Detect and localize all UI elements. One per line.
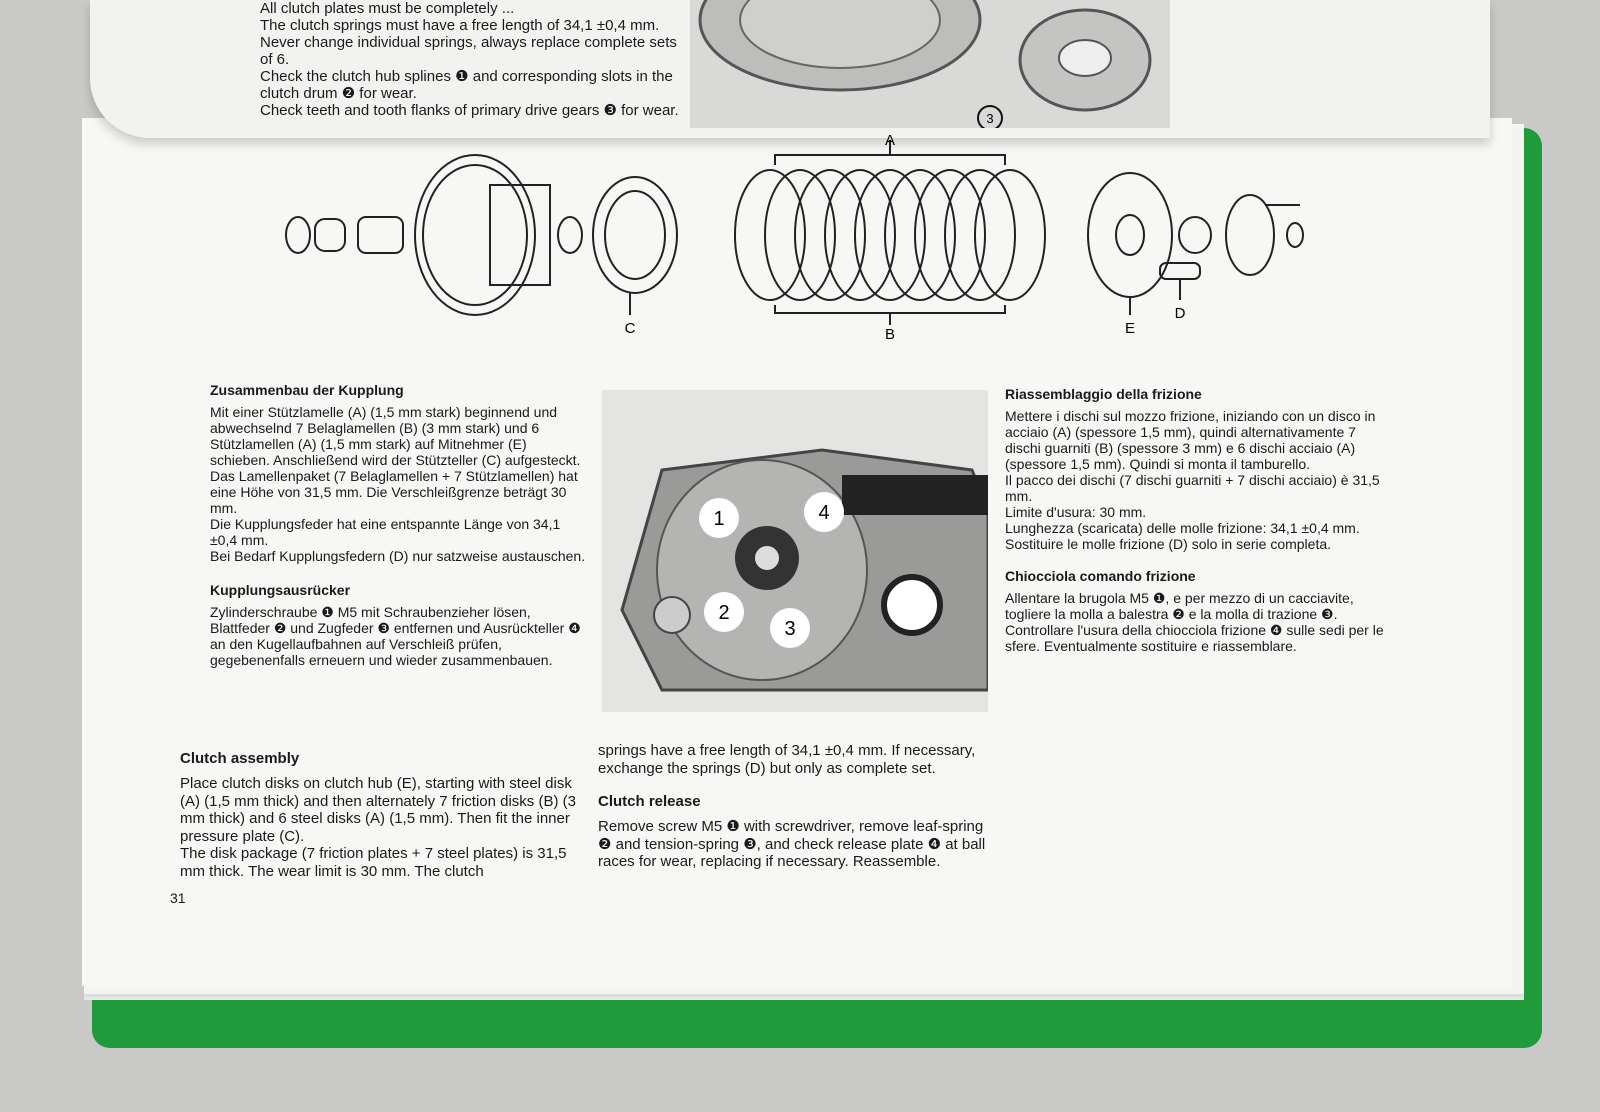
english-title-assembly: Clutch assembly (180, 750, 300, 767)
curled-line: The clutch springs must have a free leng… (260, 17, 660, 34)
english-body-release: Remove screw M5 ❶ with screwdriver, remo… (598, 818, 986, 870)
curled-previous-page: All clutch plates must be completely ...… (90, 0, 1490, 138)
german-body-release: Zylinderschraube ❶ M5 mit Schraubenziehe… (210, 604, 581, 668)
italian-section: Riassemblaggio della frizione Mettere i … (1005, 386, 1395, 654)
curled-line: Check the clutch hub splines ❶ and corre… (260, 68, 673, 102)
curled-line: Never change individual springs, always … (260, 34, 677, 68)
english-section-left: Clutch assembly Place clutch disks on cl… (180, 750, 576, 880)
label-b: B (885, 326, 895, 343)
curled-line: Check teeth and tooth flanks of primary … (260, 102, 679, 119)
engine-case-illustration: 1 2 3 4 (620, 448, 990, 692)
gear-callout: 3 (986, 111, 993, 126)
german-title-assembly: Zusammenbau der Kupplung (210, 382, 404, 398)
italian-body-assembly: Mettere i dischi sul mozzo frizione, ini… (1005, 408, 1380, 552)
gear-illustration: 3 (698, 0, 1152, 131)
label-e: E (1125, 320, 1135, 337)
label-a: A (885, 135, 895, 149)
clutch-exploded-diagram: A C B E D (285, 135, 1304, 343)
german-body-assembly: Mit einer Stützlamelle (A) (1,5 mm stark… (210, 404, 586, 564)
english-body-assembly-part1: Place clutch disks on clutch hub (E), st… (180, 775, 576, 880)
label-c: C (625, 320, 636, 337)
photo-callout-2: 2 (718, 602, 729, 624)
photo-callout-3: 3 (784, 618, 795, 640)
page-number: 31 (170, 890, 186, 906)
label-d: D (1175, 305, 1186, 322)
clutch-cover-photo: 1 2 3 4 (602, 390, 990, 712)
curled-page-text: All clutch plates must be completely ...… (260, 0, 680, 119)
curled-line: All clutch plates must be completely ... (260, 0, 515, 17)
english-body-assembly-part2: springs have a free length of 34,1 ±0,4 … (598, 742, 976, 777)
photo-callout-1: 1 (713, 508, 724, 530)
german-section: Zusammenbau der Kupplung Mit einer Stütz… (210, 382, 590, 668)
english-section-middle: springs have a free length of 34,1 ±0,4 … (598, 742, 994, 871)
photo-callout-4: 4 (818, 502, 829, 524)
english-title-release: Clutch release (598, 793, 701, 810)
german-title-release: Kupplungsausrücker (210, 582, 351, 598)
italian-title-assembly: Riassemblaggio della frizione (1005, 386, 1202, 402)
italian-title-release: Chiocciola comando frizione (1005, 568, 1196, 584)
curled-gear-photo: 3 (690, 0, 1170, 131)
italian-body-release: Allentare la brugola M5 ❶, e per mezzo d… (1005, 590, 1384, 654)
